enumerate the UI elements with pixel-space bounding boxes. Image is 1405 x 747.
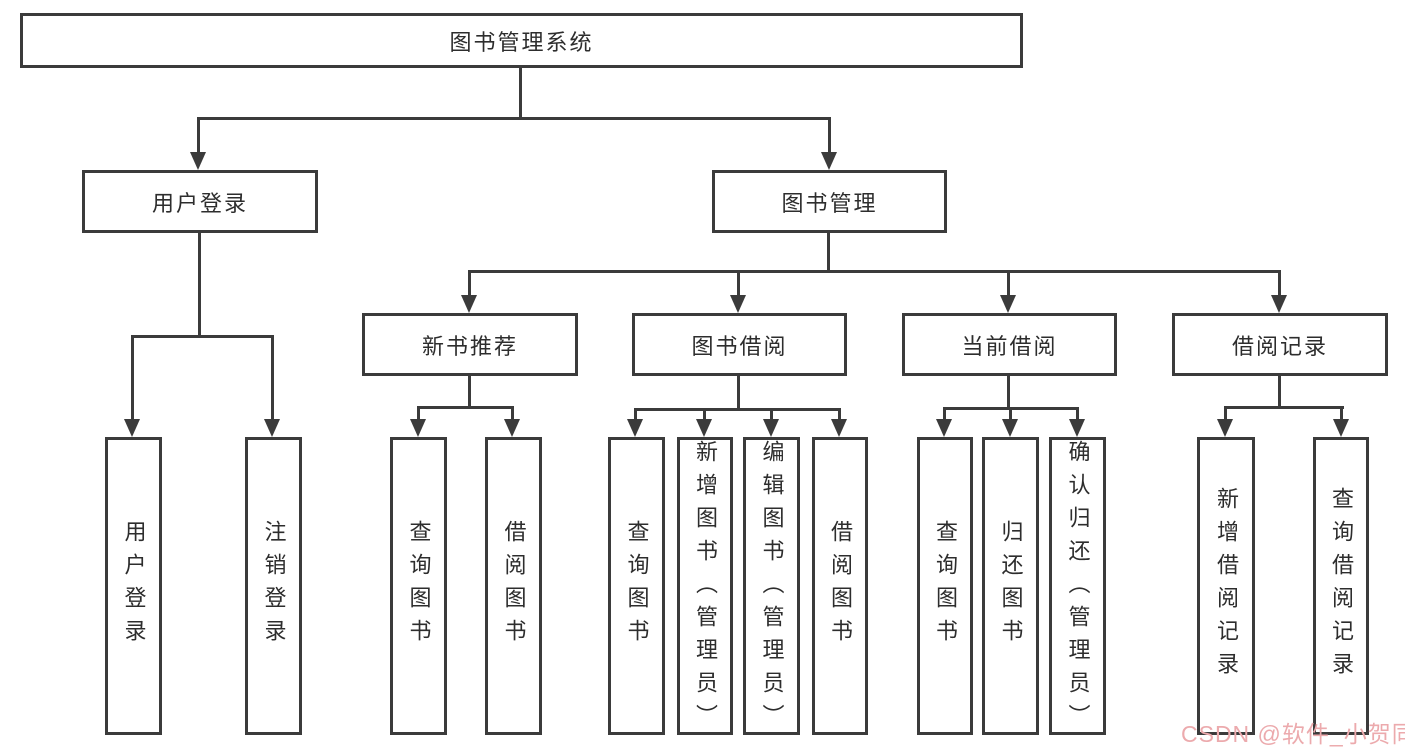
- arrowhead-query-record-icon: [1333, 419, 1349, 437]
- connector-drop-book-borrowing: [737, 270, 740, 297]
- node-library-system: 图书管理系统: [20, 13, 1023, 68]
- node-leaf-confirm-return-admin: 确认归还（管理员）: [1049, 437, 1106, 737]
- connector-drop-borrow1: [511, 406, 514, 421]
- arrowhead-add-books-icon: [696, 419, 712, 437]
- arrowhead-add-record-icon: [1217, 419, 1233, 437]
- node-leaf-add-books-admin-label: 新增图书（管理员）: [693, 440, 718, 737]
- node-new-book-recommendation-label: 新书推荐: [421, 333, 518, 359]
- connector-user-login-stem: [198, 233, 201, 337]
- connector-book-borrowing-bar: [634, 408, 840, 411]
- connector-borrowing-records-stem: [1278, 376, 1281, 409]
- connector-book-borrowing-stem: [737, 376, 740, 411]
- node-leaf-edit-books-admin: 编辑图书（管理员）: [743, 437, 800, 737]
- node-user-login-label: 用户登录: [151, 190, 248, 216]
- node-book-management: 图书管理: [712, 170, 947, 233]
- connector-drop-book-management: [828, 117, 831, 154]
- connector-drop-leaf-login: [131, 335, 134, 421]
- arrowhead-query3-icon: [936, 419, 952, 437]
- node-book-borrowing: 图书借阅: [632, 313, 847, 376]
- node-borrowing-records: 借阅记录: [1172, 313, 1388, 376]
- node-book-management-label: 图书管理: [781, 190, 878, 216]
- arrowhead-borrowing-records-icon: [1271, 295, 1287, 313]
- node-leaf-query-books-3: 查询图书: [917, 437, 973, 735]
- node-leaf-borrow-books-1: 借阅图书: [485, 437, 542, 735]
- node-leaf-add-borrow-record-label: 新增借阅记录: [1214, 487, 1239, 685]
- connector-drop-query1: [417, 406, 420, 421]
- connector-borrowing-records-bar: [1224, 406, 1344, 409]
- node-leaf-borrow-books-2-label: 借阅图书: [828, 520, 853, 652]
- connector-drop-current-borrowing: [1007, 270, 1010, 297]
- connector-drop-borrow2: [838, 408, 841, 421]
- connector-new-book-bar: [417, 406, 514, 409]
- node-current-borrowing: 当前借阅: [902, 313, 1117, 376]
- arrowhead-current-borrowing-icon: [1000, 295, 1016, 313]
- arrowhead-edit-books-icon: [763, 419, 779, 437]
- node-leaf-query-books-1-label: 查询图书: [406, 520, 432, 652]
- node-leaf-query-books-2: 查询图书: [608, 437, 665, 735]
- node-leaf-logout: 注销登录: [245, 437, 302, 735]
- node-leaf-return-books-label: 归还图书: [998, 520, 1024, 652]
- connector-drop-query2: [634, 408, 637, 421]
- node-library-system-label: 图书管理系统: [449, 29, 594, 55]
- arrowhead-query1-icon: [410, 419, 426, 437]
- arrowhead-query2-icon: [627, 419, 643, 437]
- connector-drop-add-record: [1224, 406, 1227, 421]
- arrowhead-book-borrowing-icon: [730, 295, 746, 313]
- arrowhead-return-books-icon: [1002, 419, 1018, 437]
- node-leaf-query-borrow-record: 查询借阅记录: [1313, 437, 1369, 735]
- connector-drop-user-login: [197, 117, 200, 154]
- node-new-book-recommendation: 新书推荐: [362, 313, 578, 376]
- connector-drop-confirm-return: [1076, 407, 1079, 421]
- arrowhead-leaf-logout-icon: [264, 419, 280, 437]
- csdn-watermark: CSDN @软件_小贺同学: [1181, 721, 1405, 747]
- node-user-login: 用户登录: [82, 170, 318, 233]
- node-leaf-add-books-admin: 新增图书（管理员）: [677, 437, 733, 737]
- node-leaf-add-borrow-record: 新增借阅记录: [1197, 437, 1255, 735]
- connector-drop-borrowing-records: [1278, 270, 1281, 297]
- node-current-borrowing-label: 当前借阅: [961, 333, 1058, 359]
- connector-drop-return-books: [1009, 407, 1012, 421]
- connector-user-login-bar: [131, 335, 274, 338]
- connector-drop-query3: [943, 407, 946, 421]
- connector-drop-new-book: [468, 270, 471, 297]
- arrowhead-confirm-return-icon: [1069, 419, 1085, 437]
- node-leaf-user-login-label: 用户登录: [121, 520, 147, 652]
- arrowhead-borrow1-icon: [504, 419, 520, 437]
- node-leaf-return-books: 归还图书: [982, 437, 1039, 735]
- connector-new-book-stem: [468, 376, 471, 409]
- connector-drop-add-books: [703, 408, 706, 421]
- connector-root-stem: [519, 67, 522, 118]
- node-leaf-query-books-1: 查询图书: [390, 437, 447, 735]
- node-borrowing-records-label: 借阅记录: [1231, 333, 1328, 359]
- arrowhead-user-login-icon: [190, 152, 206, 170]
- connector-level2-bar: [197, 117, 831, 120]
- node-book-borrowing-label: 图书借阅: [691, 333, 788, 359]
- node-leaf-logout-label: 注销登录: [261, 520, 287, 652]
- connector-drop-query-record: [1340, 406, 1343, 421]
- node-leaf-edit-books-admin-label: 编辑图书（管理员）: [759, 440, 785, 737]
- connector-level3-bar: [468, 270, 1281, 273]
- arrowhead-borrow2-icon: [831, 419, 847, 437]
- node-leaf-user-login: 用户登录: [105, 437, 162, 735]
- arrowhead-leaf-login-icon: [124, 419, 140, 437]
- node-leaf-borrow-books-2: 借阅图书: [812, 437, 868, 735]
- connector-drop-leaf-logout: [271, 335, 274, 421]
- node-leaf-query-books-3-label: 查询图书: [933, 520, 958, 652]
- node-leaf-confirm-return-admin-label: 确认归还（管理员）: [1065, 440, 1091, 737]
- connector-drop-edit-books: [770, 408, 773, 421]
- arrowhead-book-management-icon: [821, 152, 837, 170]
- node-leaf-query-books-2-label: 查询图书: [624, 520, 650, 652]
- connector-current-borrowing-stem: [1007, 376, 1010, 410]
- node-leaf-borrow-books-1-label: 借阅图书: [501, 520, 527, 652]
- arrowhead-new-book-icon: [461, 295, 477, 313]
- node-leaf-query-borrow-record-label: 查询借阅记录: [1329, 487, 1354, 685]
- connector-book-management-stem: [827, 233, 830, 273]
